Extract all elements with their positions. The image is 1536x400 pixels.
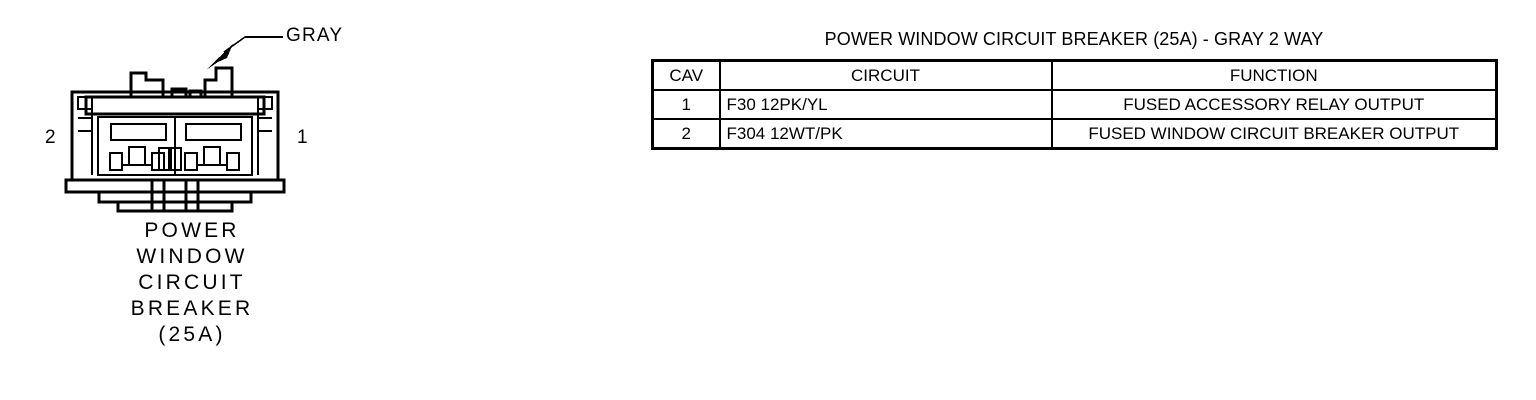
cell-circuit: F30 12PK/YL <box>718 89 1053 120</box>
column-header-circuit: CIRCUIT <box>718 59 1053 91</box>
column-header-cav: CAV <box>651 59 721 91</box>
table-row: 1 F30 12PK/YL FUSED ACCESSORY RELAY OUTP… <box>651 89 1498 120</box>
gray-leader-line <box>206 36 283 70</box>
gray-callout-label: GRAY <box>286 25 344 46</box>
cavity-label-1: 1 <box>297 127 308 148</box>
table-row: 2 F304 12WT/PK FUSED WINDOW CIRCUIT BREA… <box>651 118 1498 150</box>
connector-retainers <box>108 145 241 172</box>
table-header-row: CAV CIRCUIT FUNCTION <box>651 59 1498 91</box>
connector-base-flange <box>64 178 286 213</box>
cell-function: FUSED ACCESSORY RELAY OUTPUT <box>1050 89 1498 120</box>
caption-line: CIRCUIT <box>138 271 246 294</box>
connector-figure: GRAY 2 1 POWER WINDOW CIRCUIT BREAKER (2… <box>0 0 360 400</box>
cell-circuit: F304 12WT/PK <box>718 118 1053 150</box>
pinout-table-title: POWER WINDOW CIRCUIT BREAKER (25A) - GRA… <box>824 29 1324 49</box>
connector-terminal-slots <box>109 122 243 142</box>
pinout-table: CAV CIRCUIT FUNCTION 1 F30 12PK/YL FUSED… <box>651 59 1498 150</box>
connector-side-walls <box>76 95 274 175</box>
column-header-function: FUNCTION <box>1050 59 1498 91</box>
cell-cav: 2 <box>651 118 721 150</box>
pinout-table-block: POWER WINDOW CIRCUIT BREAKER (25A) - GRA… <box>651 28 1498 150</box>
connector-caption: POWER WINDOW CIRCUIT BREAKER (25A) <box>78 218 303 348</box>
caption-line: POWER <box>144 219 240 242</box>
caption-line: WINDOW <box>136 245 248 268</box>
cell-cav: 1 <box>651 89 721 120</box>
caption-line: BREAKER <box>130 297 254 320</box>
connector-drawing <box>64 36 286 213</box>
caption-line: (25A) <box>158 323 226 346</box>
connector-cavity-frame <box>96 115 254 177</box>
cell-function: FUSED WINDOW CIRCUIT BREAKER OUTPUT <box>1050 118 1498 150</box>
cavity-label-2: 2 <box>45 127 56 148</box>
